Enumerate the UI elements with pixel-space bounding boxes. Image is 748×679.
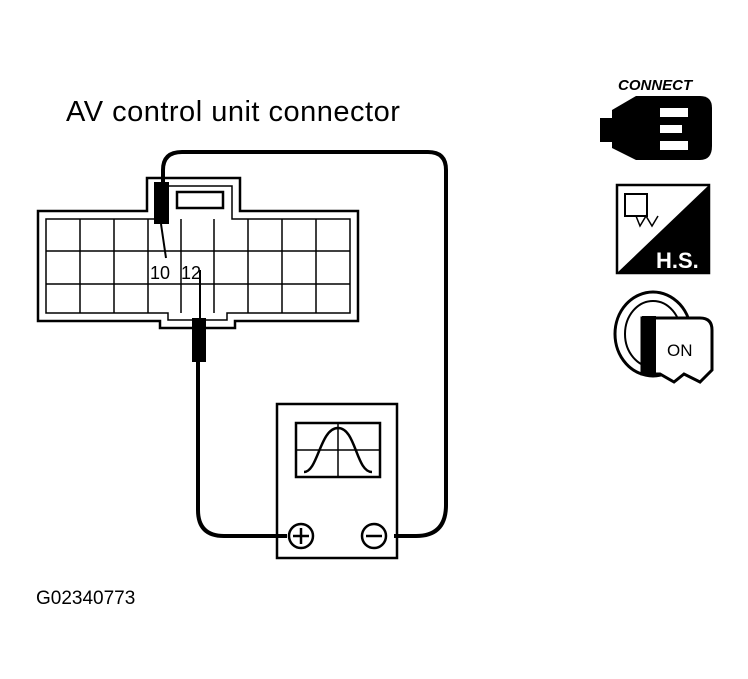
probe-wire-positive xyxy=(196,360,287,538)
oscilloscope xyxy=(275,402,399,560)
probe-wire-negative xyxy=(161,150,448,538)
ignition-label: ON xyxy=(667,341,693,360)
pin-label-10: 10 xyxy=(150,263,170,283)
ignition-key-on-icon: ON xyxy=(613,290,714,384)
connector-plug-icon: CONNECT xyxy=(600,77,712,160)
connect-label: CONNECT xyxy=(618,77,694,94)
harness-side-icon: H.S. xyxy=(615,183,711,275)
figure-id: G02340773 xyxy=(36,588,135,609)
pin-label-12: 12 xyxy=(181,263,201,283)
diagram-title: AV control unit connector xyxy=(66,96,400,128)
sine-wave xyxy=(303,426,373,474)
probe-pin-10 xyxy=(154,182,169,259)
av-control-unit-connector xyxy=(36,176,360,330)
harness-label: H.S. xyxy=(656,248,699,273)
probe-pin-12 xyxy=(192,318,206,362)
